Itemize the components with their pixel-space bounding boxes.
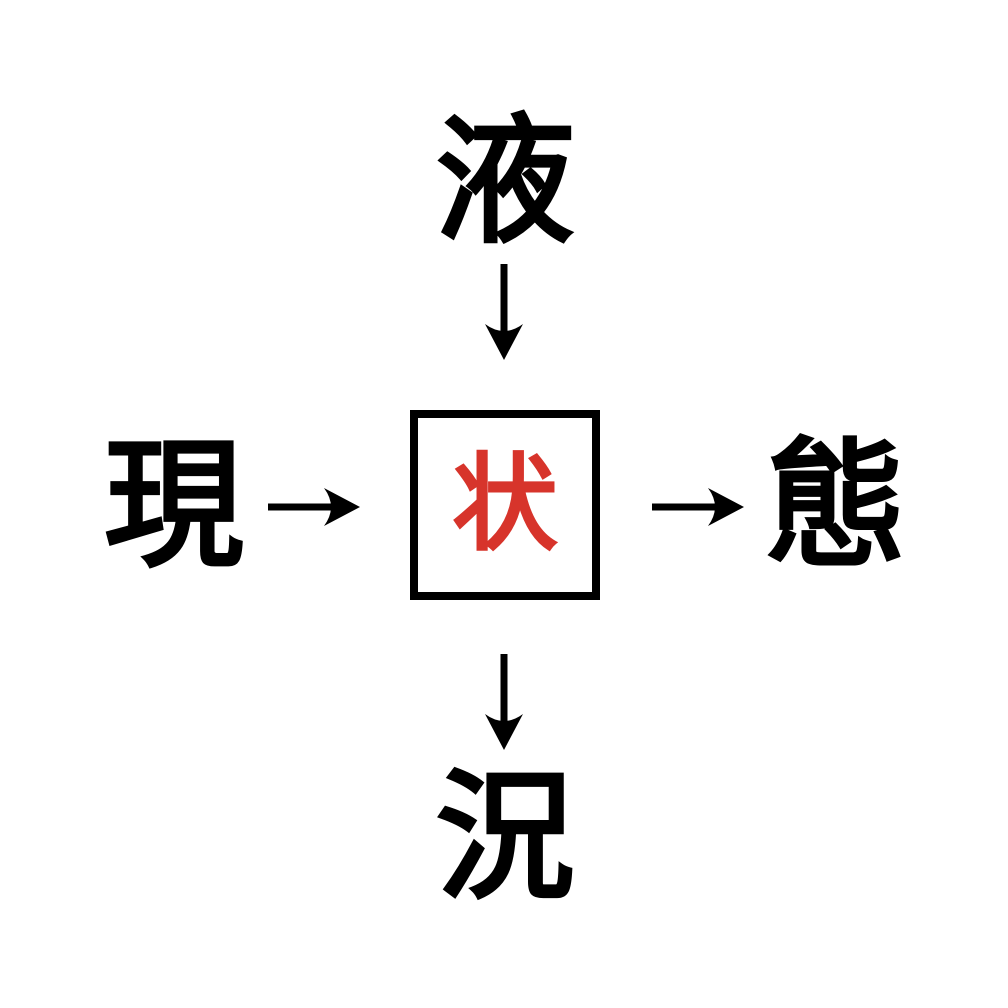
- arrow-right-icon: [268, 488, 360, 526]
- kanji-top: 液: [434, 103, 576, 260]
- answer-box: 状: [410, 410, 600, 600]
- kanji-bottom: 況: [434, 759, 576, 916]
- kanji-left: 現: [103, 427, 245, 584]
- kanji-center-answer: 状: [452, 446, 558, 564]
- arrow-down-icon: [485, 654, 523, 750]
- arrow-right-icon: [652, 488, 744, 526]
- kanji-right: 態: [765, 427, 907, 584]
- arrow-down-icon: [485, 264, 523, 360]
